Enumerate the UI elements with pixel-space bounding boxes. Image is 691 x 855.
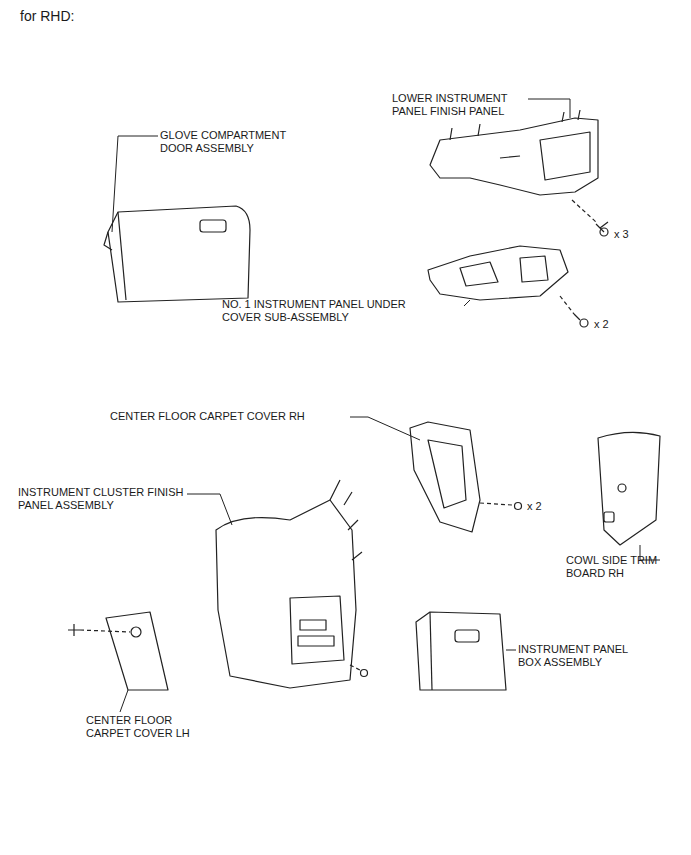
part-name: NO. 1 INSTRUMENT PANEL UNDER COVER SUB-A… [222, 298, 412, 324]
part-name: COWL SIDE TRIM BOARD RH [566, 554, 681, 580]
part-name: GLOVE COMPARTMENT DOOR ASSEMBLY [160, 129, 300, 155]
quantity: x 2 [527, 500, 567, 513]
quantity: x 2 [594, 318, 634, 331]
part-name: CENTER FLOOR CARPET COVER LH [86, 714, 206, 740]
quantity: x 3 [614, 228, 654, 241]
part-name: INSTRUMENT PANEL BOX ASSEMBLY [518, 643, 648, 669]
part-name: INSTRUMENT CLUSTER FINISH PANEL ASSEMBLY [18, 486, 186, 512]
part-name: LOWER INSTRUMENT PANEL FINISH PANEL [392, 92, 526, 118]
page-heading: for RHD: [20, 8, 74, 24]
part-name: CENTER FLOOR CARPET COVER RH [110, 410, 350, 423]
